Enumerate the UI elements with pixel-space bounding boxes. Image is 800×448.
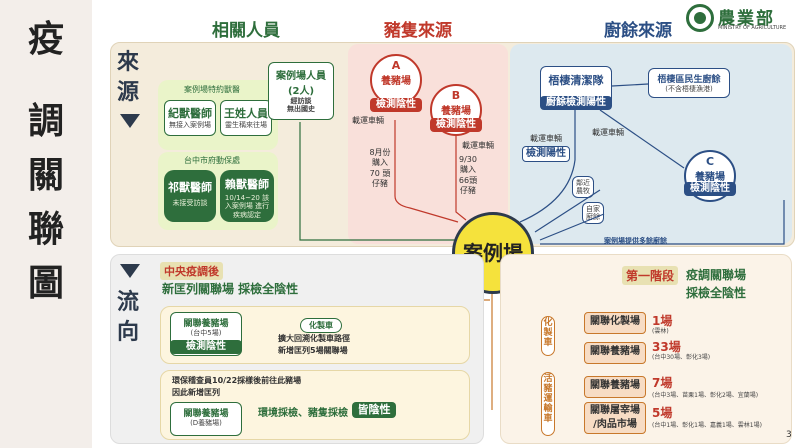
- restaurant-note: (不含梧棲漁港): [665, 85, 713, 93]
- output-render-plant: 關聯化製場: [584, 312, 646, 334]
- header-pig-source: 豬隻來源: [384, 21, 452, 41]
- farm-a-letter: A: [391, 59, 401, 72]
- output-detail: (台中1場、彰化1場、嘉義1場、雲林1場): [652, 422, 762, 429]
- output-detail: (台中30場、彰化3場): [652, 354, 711, 361]
- kitchen-test-tag: 檢測陽性: [522, 146, 570, 162]
- city-vet2-note: 10/14~20 該入案例場 進行疾病認定: [224, 194, 270, 219]
- title-char: 聯: [27, 209, 64, 250]
- output-pig-farm: 關聯養豬場: [584, 342, 646, 364]
- farm-a-tag: 檢測陰性: [370, 98, 422, 112]
- logo-name: 農業部: [718, 9, 775, 29]
- title-char: 疫: [27, 19, 64, 60]
- output-detail: (台中3場、苗栗1場、彰化2場、宜蘭場): [652, 392, 759, 399]
- output-slaughterhouse: 關聯屠宰場 /肉品市場: [584, 402, 646, 434]
- header-kitchen-source: 廚餘來源: [604, 21, 672, 41]
- render-vehicle-pill: 化製車: [541, 316, 555, 356]
- flow-label-char: 流: [117, 290, 140, 315]
- output-detail: (雲林): [652, 328, 669, 335]
- case-staff-title: 案例場人員: [276, 71, 326, 82]
- vet2-box: 王姓人員 靈生稱來往場: [220, 100, 272, 136]
- title-char: 調: [27, 101, 64, 142]
- vet1-note: 無接入案例場: [169, 121, 211, 129]
- case-staff-count: (2人): [287, 86, 315, 97]
- live-pig-vehicle-pill: 活豬運輸車: [541, 372, 555, 436]
- source-label-char: 來: [117, 50, 140, 75]
- farm-c-tag: 檢測陰性: [684, 182, 736, 196]
- page-number: 3: [786, 430, 792, 440]
- vet2-name: 王姓人員: [224, 107, 268, 120]
- city-vet2-box: 賴獸醫師 10/14~20 該入案例場 進行疾病認定: [220, 170, 274, 222]
- vehicle-a-label: 載運車輛: [352, 116, 384, 125]
- phase1-title1: 疫調關聯場: [686, 268, 747, 282]
- city-vet1-note: 未接受訪談: [172, 199, 208, 207]
- flow2-farm-title: 關聯養豬場: [183, 409, 229, 419]
- flow1-note1: 擴大回溯化製車路徑: [278, 334, 350, 343]
- farm-c-name: 養豬場: [695, 172, 725, 183]
- logo-subtitle: MINISTRY OF AGRICULTURE: [718, 25, 787, 31]
- city-vets-title: 台中市府動保處: [184, 156, 240, 165]
- vet2-note: 靈生稱來往場: [225, 121, 267, 129]
- flow2-farm-box: 關聯養豬場 (D養豬場): [170, 402, 242, 436]
- nearby-farm-box: 鄰近農牧: [572, 176, 594, 198]
- flow2-note1: 環保稽查員10/22採樣後前往此豬場: [172, 376, 302, 385]
- case-staff-note2: 無出國史: [287, 105, 315, 114]
- farm-a-name: 養豬場: [381, 76, 411, 87]
- central-line2: 新匡列關聯場 採檢全陰性: [162, 282, 299, 296]
- source-label-char: 源: [117, 80, 140, 105]
- output-count: 7場: [652, 376, 673, 390]
- vehicle-b-label: 載運車輛: [462, 141, 494, 150]
- down-arrow-icon-2: [120, 264, 140, 278]
- phase1-title2: 採檢全陰性: [686, 286, 747, 300]
- case-staff-note1: 經訪談: [290, 97, 312, 105]
- farm-a-circle: A 養豬場: [370, 54, 422, 106]
- city-vet1-box: 祁獸醫師 未接受訪談: [164, 170, 216, 222]
- header-people: 相關人員: [212, 21, 280, 41]
- title-char: 圖: [27, 263, 64, 304]
- self-kitchen-box: 自家廚餘: [582, 202, 604, 224]
- supply-label: 案例場提供多餘廚餘: [604, 237, 667, 245]
- flow1-farm-title: 關聯養豬場: [183, 319, 229, 329]
- flow2-sampling: 環境採檢、豬隻採檢: [258, 408, 348, 419]
- farm-b-name: 養豬場: [441, 106, 471, 117]
- flow1-note2: 新增匡列5場關聯場: [278, 346, 348, 355]
- vet1-box: 紀獸醫師 無接入案例場: [164, 100, 216, 136]
- farm-b-tag: 檢測陰性: [430, 118, 482, 132]
- title-char: 關: [27, 155, 64, 196]
- case-staff-box: 案例場人員 (2人) 經訪談 無出國史: [268, 62, 334, 120]
- flow1-tag: 檢測陰性: [170, 340, 242, 354]
- central-line1: 中央疫調後: [160, 262, 223, 280]
- kitchen-vehicle-label-2: 載運車輛: [592, 128, 624, 137]
- output-count: 33場: [652, 340, 681, 354]
- phase1-tag: 第一階段: [622, 266, 679, 285]
- restaurant-title: 梧棲區民生廚餘: [657, 75, 721, 85]
- flow-label-char: 向: [117, 320, 140, 345]
- farm-b-letter: B: [451, 89, 461, 102]
- farm-c-letter: C: [705, 155, 715, 168]
- flow1-farm-sub: (台中5場): [190, 329, 222, 337]
- team-title: 梧棲清潔隊: [548, 74, 604, 87]
- flow2-tag: 皆陰性: [352, 402, 396, 418]
- flow1-vehicle: 化製車: [300, 318, 342, 333]
- down-arrow-icon: [120, 114, 140, 128]
- contract-vets-title: 案例場特約獸醫: [184, 85, 240, 94]
- output-pig-farm-2: 關聯養豬場: [584, 376, 646, 398]
- kitchen-vehicle-label: 載運車輛: [530, 134, 562, 143]
- vet1-name: 紀獸醫師: [168, 107, 212, 120]
- team-tag: 廚餘檢測陽性: [540, 96, 612, 110]
- flow2-farm-sub: (D養豬場): [190, 419, 222, 427]
- city-vet1-name: 祁獸醫師: [168, 181, 212, 194]
- flow2-note2: 因此新增匡列: [172, 388, 220, 397]
- ministry-logo-icon: [686, 4, 714, 32]
- output-count: 5場: [652, 406, 673, 420]
- sidebar: 疫 調 關 聯 圖: [0, 0, 92, 448]
- city-vet2-name: 賴獸醫師: [225, 178, 269, 191]
- output-count: 1場: [652, 314, 673, 328]
- restaurant-box: 梧棲區民生廚餘 (不含梧棲漁港): [648, 68, 730, 98]
